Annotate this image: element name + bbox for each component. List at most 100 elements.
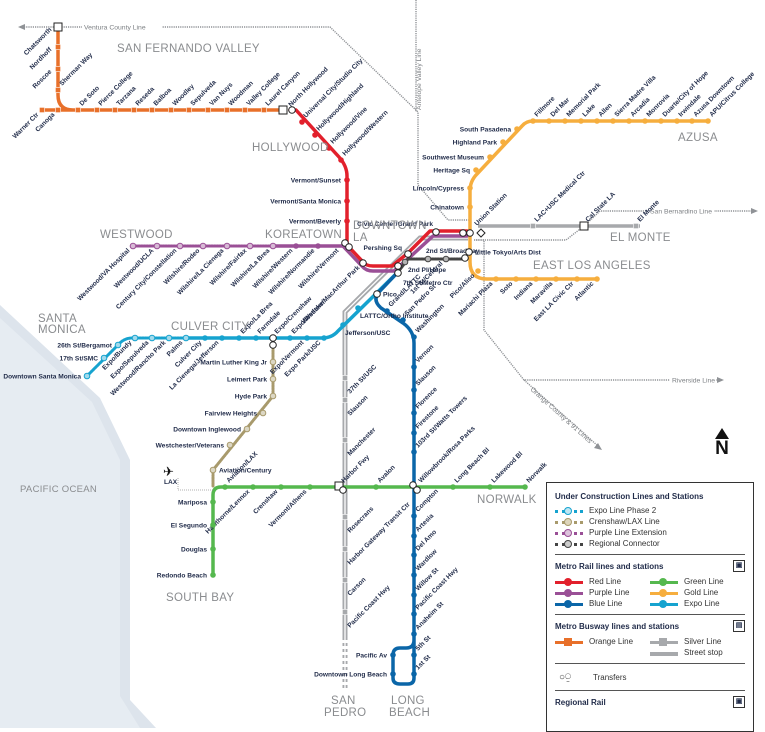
station-marker[interactable] — [411, 592, 417, 598]
station-marker[interactable] — [153, 242, 161, 250]
station-marker[interactable] — [112, 107, 118, 113]
station-marker[interactable] — [411, 334, 417, 340]
station-label[interactable]: Chinatown — [430, 205, 464, 212]
station-label[interactable]: Hollywood/Highland — [315, 83, 365, 133]
station-label[interactable]: Slauson — [414, 364, 437, 387]
station-marker[interactable] — [633, 223, 639, 229]
station-marker[interactable] — [411, 449, 417, 455]
station-label[interactable]: Fairview Heights — [205, 411, 258, 418]
station-marker[interactable] — [467, 204, 473, 210]
station-marker[interactable] — [342, 514, 348, 520]
station-marker[interactable] — [384, 308, 390, 314]
station-marker[interactable] — [149, 107, 155, 113]
station-label[interactable]: Hollywood/Western — [341, 109, 389, 157]
station-label[interactable]: Slauson — [346, 394, 369, 417]
station-marker[interactable] — [342, 397, 348, 403]
station-marker[interactable] — [411, 552, 417, 558]
station-marker[interactable] — [269, 392, 277, 400]
station-marker[interactable] — [467, 185, 473, 191]
station-label[interactable]: Avalon — [376, 464, 396, 484]
station-label[interactable]: Soto — [499, 280, 514, 295]
station-marker[interactable] — [513, 276, 519, 282]
station-marker[interactable] — [269, 358, 277, 366]
station-marker[interactable] — [236, 335, 242, 341]
station-label[interactable]: Pershing Sq — [364, 245, 402, 252]
station-marker[interactable] — [344, 177, 350, 183]
station-marker[interactable] — [411, 513, 417, 519]
station-marker[interactable] — [473, 167, 479, 173]
station-label[interactable]: 26th St/Bergamot — [57, 343, 112, 350]
station-marker[interactable] — [83, 372, 91, 380]
station-marker[interactable] — [562, 118, 568, 124]
station-label[interactable]: 37th St/USC — [346, 364, 378, 396]
station-marker[interactable] — [293, 243, 299, 249]
station-marker[interactable] — [658, 118, 664, 124]
station-marker[interactable] — [594, 118, 600, 124]
station-marker[interactable] — [182, 334, 190, 342]
station-marker[interactable] — [411, 572, 417, 578]
station-marker[interactable] — [487, 484, 493, 490]
station-marker[interactable] — [514, 126, 520, 132]
station-marker[interactable] — [210, 522, 216, 528]
station-marker[interactable] — [411, 671, 417, 677]
station-label[interactable]: Jefferson/USC — [345, 330, 391, 337]
station-label[interactable]: Rosecrans — [346, 505, 375, 534]
station-marker[interactable] — [94, 107, 100, 113]
station-marker[interactable] — [304, 335, 310, 341]
station-marker[interactable] — [594, 276, 600, 282]
station-marker[interactable] — [342, 546, 348, 552]
station-label[interactable]: South Pasadena — [460, 127, 512, 134]
station-marker[interactable] — [55, 66, 61, 72]
station-label[interactable]: Downtown Inglewood — [173, 427, 241, 434]
station-label[interactable]: Leimert Park — [227, 377, 267, 384]
station-marker[interactable] — [338, 157, 344, 163]
station-marker[interactable] — [205, 107, 211, 113]
station-marker[interactable] — [355, 305, 361, 311]
station-marker[interactable] — [224, 107, 230, 113]
station-label[interactable]: Harbor Gateway Transit Ctr — [346, 501, 412, 567]
station-label[interactable]: 17th St/SMC — [60, 356, 99, 363]
station-label[interactable]: Roscoe — [32, 68, 54, 90]
station-marker[interactable] — [199, 242, 207, 250]
station-marker[interactable] — [342, 577, 348, 583]
station-marker[interactable] — [114, 341, 122, 349]
station-marker[interactable] — [131, 334, 139, 342]
station-label[interactable]: Atlantic — [573, 280, 595, 302]
station-marker[interactable] — [530, 118, 536, 124]
station-marker[interactable] — [475, 268, 481, 274]
station-marker[interactable] — [253, 335, 259, 341]
station-label[interactable]: 2nd St/Broadway — [426, 248, 480, 255]
station-label[interactable]: Wilshire/Western — [252, 247, 295, 290]
station-marker[interactable] — [326, 145, 332, 151]
station-label[interactable]: Martin Luther King Jr — [200, 360, 267, 367]
station-marker[interactable] — [278, 484, 284, 490]
station-marker[interactable] — [342, 375, 348, 381]
station-marker[interactable] — [168, 107, 174, 113]
station-label[interactable]: Civic Center/Grand Park — [357, 221, 433, 228]
station-label[interactable]: Downtown Long Beach — [314, 672, 387, 679]
station-label[interactable]: Southwest Museum — [422, 155, 484, 162]
station-marker[interactable] — [705, 118, 711, 124]
station-marker[interactable] — [176, 242, 184, 250]
station-marker[interactable] — [487, 154, 493, 160]
station-marker[interactable] — [574, 276, 580, 282]
station-marker[interactable] — [411, 430, 417, 436]
station-marker[interactable] — [307, 484, 313, 490]
station-label[interactable]: LATTC/Ortho Institute — [360, 313, 429, 320]
station-marker[interactable] — [411, 364, 417, 370]
station-marker[interactable] — [493, 276, 499, 282]
station-label[interactable]: Allen — [597, 102, 613, 118]
station-label[interactable]: Vermont/Beverly — [289, 219, 341, 226]
station-marker[interactable] — [223, 242, 231, 250]
station-marker[interactable] — [411, 652, 417, 658]
station-marker[interactable] — [210, 572, 216, 578]
station-label[interactable]: Long Beach Bl — [453, 447, 491, 485]
station-marker[interactable] — [411, 611, 417, 617]
station-marker[interactable] — [261, 107, 267, 113]
station-marker[interactable] — [148, 334, 156, 342]
station-marker[interactable] — [299, 119, 305, 125]
station-marker[interactable] — [219, 335, 225, 341]
station-label[interactable]: Vermont/Sunset — [291, 178, 342, 185]
station-label[interactable]: Balboa — [152, 87, 173, 108]
station-label[interactable]: 7th St/Metro Ctr — [403, 280, 453, 287]
